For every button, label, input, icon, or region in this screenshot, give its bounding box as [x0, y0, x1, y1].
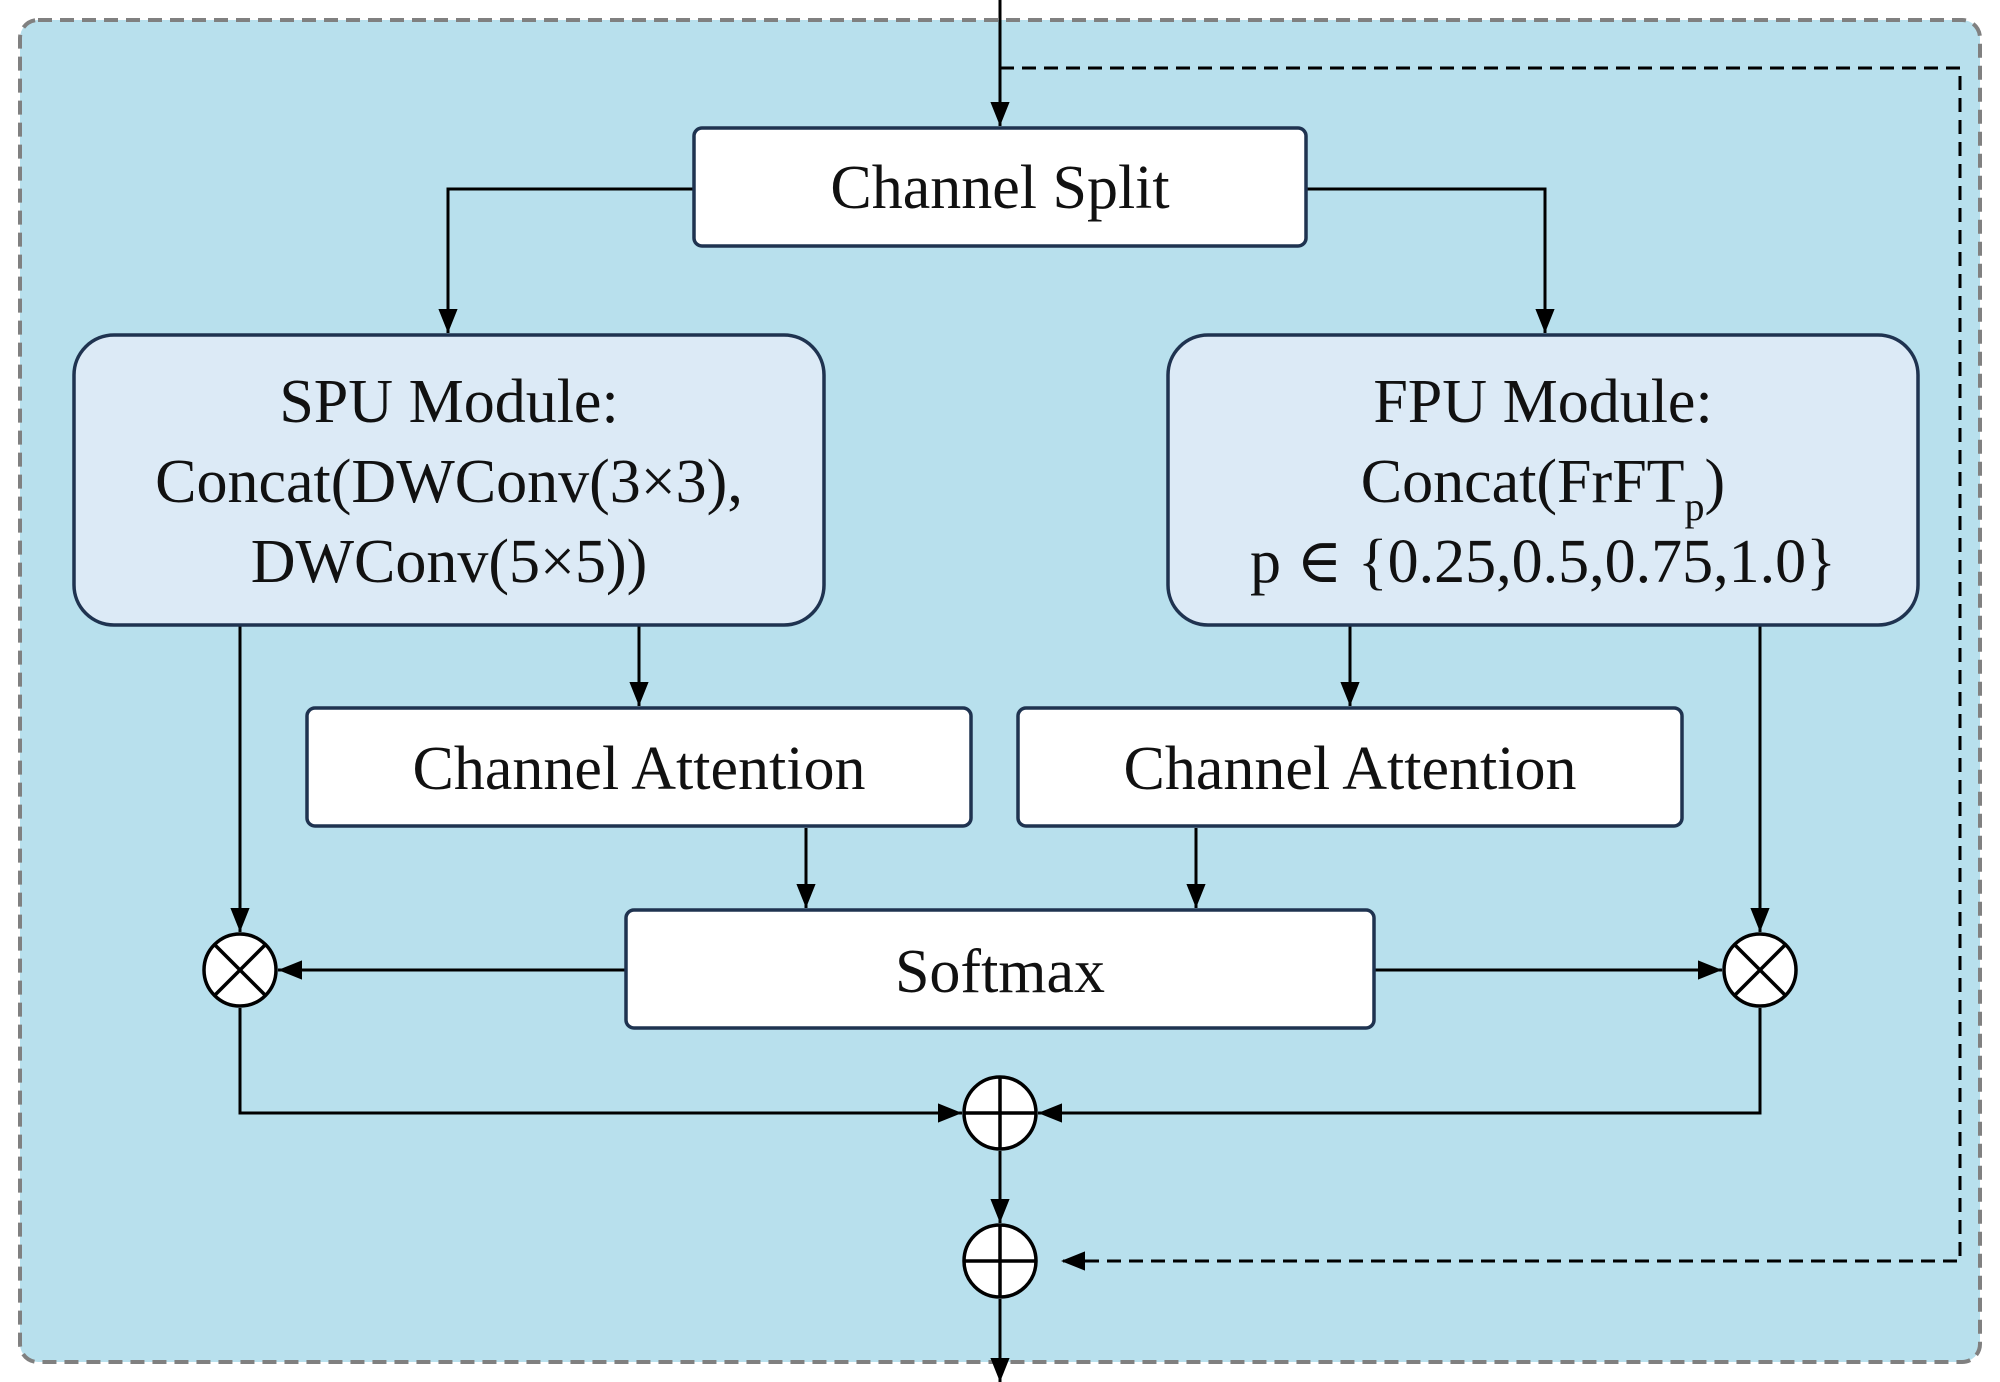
channel-attention-left-label: Channel Attention	[413, 735, 866, 803]
connectors	[230, 0, 1962, 1382]
channel-split-box: Channel Split	[692, 126, 1308, 248]
fpu-frft: Concat(FrFT	[1361, 448, 1685, 516]
add-residual-operator	[962, 1223, 1038, 1299]
fpu-frft-subscript: p	[1685, 484, 1705, 529]
skip-connection	[1000, 66, 1962, 1271]
softmax-box: Softmax	[624, 908, 1376, 1030]
fpu-module-line2: Concat(FrFTp)	[1361, 448, 1725, 529]
multiply-right-operator	[1722, 932, 1798, 1008]
spu-module-box: SPU Module: Concat(DWConv(3×3), DWConv(5…	[72, 333, 826, 627]
mul-right-to-add	[1038, 1008, 1762, 1123]
fpu-frft-close: )	[1705, 448, 1726, 516]
spu-module-line3: DWConv(5×5))	[251, 528, 648, 596]
fpu-module-box: FPU Module: Concat(FrFTp) p ∈ {0.25,0.5,…	[1166, 333, 1920, 627]
softmax-label: Softmax	[895, 938, 1105, 1006]
spu-module-line2: Concat(DWConv(3×3),	[155, 448, 743, 516]
multiply-left-operator	[202, 932, 278, 1008]
channel-attention-left-box: Channel Attention	[305, 706, 973, 828]
channel-attention-right-box: Channel Attention	[1016, 706, 1684, 828]
fpu-module-line3: p ∈ {0.25,0.5,0.75,1.0}	[1250, 528, 1836, 596]
channel-split-label: Channel Split	[830, 154, 1169, 222]
mul-left-to-add	[238, 1008, 962, 1123]
split-to-fpu	[1306, 187, 1555, 333]
split-to-spu	[438, 187, 694, 333]
fpu-module-title: FPU Module:	[1373, 368, 1712, 436]
add-branches-operator	[962, 1075, 1038, 1151]
spu-module-title: SPU Module:	[279, 368, 618, 436]
channel-attention-right-label: Channel Attention	[1124, 735, 1577, 803]
